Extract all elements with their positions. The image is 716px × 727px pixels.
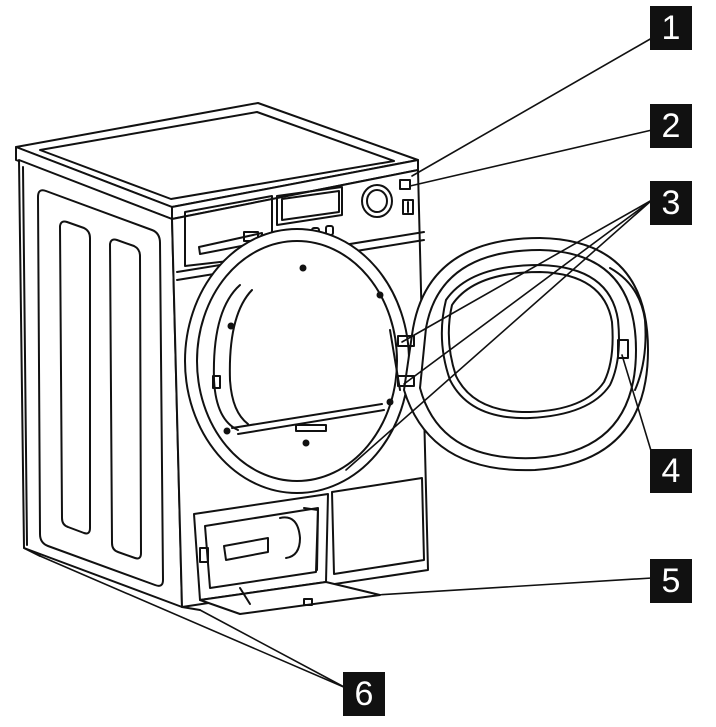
power-button — [399, 179, 414, 215]
leader-line-3c — [345, 199, 653, 471]
leader-line-3a — [401, 199, 653, 343]
side-panel — [18, 159, 183, 608]
leader-line-1 — [411, 37, 653, 177]
leader-line-4 — [621, 354, 653, 455]
door-hinges — [389, 329, 415, 391]
top-panel — [15, 102, 419, 220]
callout-1: 1 — [650, 6, 692, 50]
leader-line-2 — [409, 129, 653, 187]
filter-compartment — [193, 477, 425, 601]
leader-line-6a — [39, 555, 347, 689]
display-screen — [276, 186, 343, 226]
callout-5: 5 — [650, 559, 692, 603]
leader-line-5 — [375, 577, 653, 596]
program-knob — [361, 184, 393, 218]
callout-3: 3 — [650, 181, 692, 225]
leader-line-3b — [403, 199, 653, 385]
open-door — [403, 237, 649, 472]
base-feet — [23, 547, 201, 611]
leader-lines — [39, 37, 653, 689]
callout-2: 2 — [650, 104, 692, 148]
callout-6: 6 — [343, 672, 385, 716]
leader-line-6b — [199, 609, 347, 689]
callout-4: 4 — [650, 449, 692, 493]
door-opening — [184, 228, 410, 494]
